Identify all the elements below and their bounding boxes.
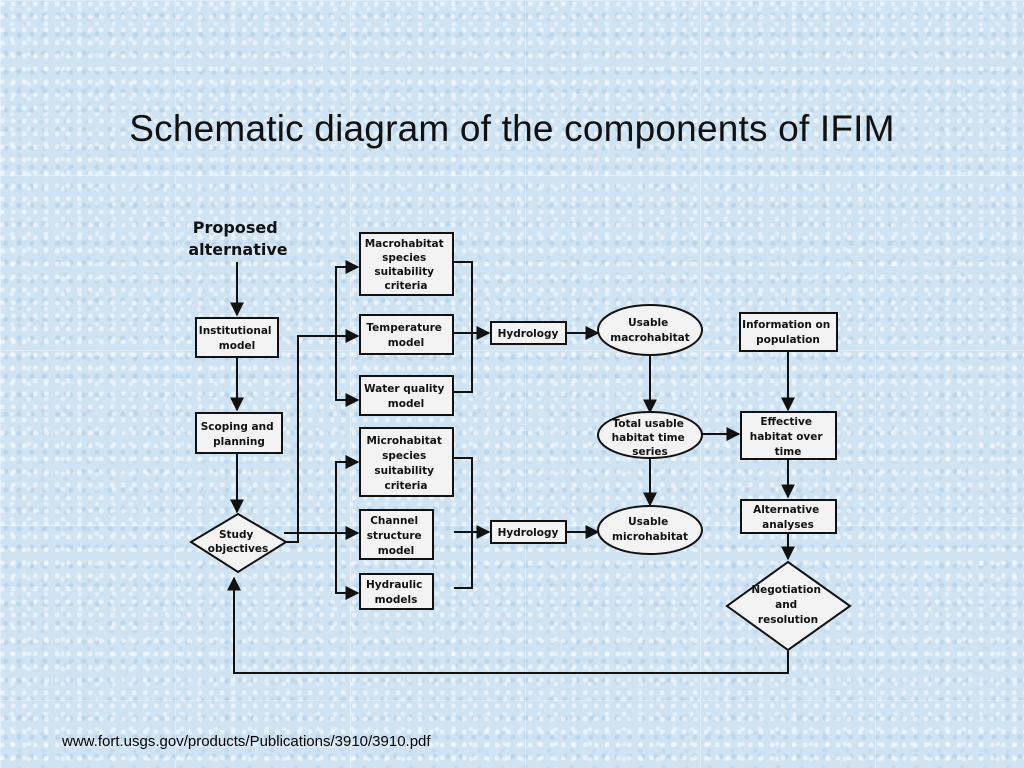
macro-bracket <box>454 261 473 393</box>
node-scoping-planning: Scoping and planning <box>195 412 283 454</box>
node-effective-habitat-label: Effective habitat over time <box>750 416 826 458</box>
node-hydrology-top: Hydrology <box>490 321 567 345</box>
node-information-on-population: Information on population <box>739 312 838 352</box>
node-proposed-alternative-label: Proposed alternative <box>188 218 287 259</box>
source-link[interactable]: www.fort.usgs.gov/products/Publications/… <box>62 733 431 750</box>
node-information-on-population-label: Information on population <box>742 319 834 346</box>
node-temperature-model: Temperature model <box>359 314 454 355</box>
node-proposed-alternative: Proposed alternative <box>188 218 287 259</box>
arrow-to-macro-criteria <box>298 260 360 337</box>
node-usable-macrohabitat: Usable macrohabitat <box>597 304 703 356</box>
node-alternative-analyses-label: Alternative analyses <box>753 504 823 531</box>
micro-bracket <box>454 457 473 589</box>
node-usable-microhabitat: Usable microhabitat <box>597 505 703 555</box>
node-hydrology-bottom: Hydrology <box>490 520 567 544</box>
connectors <box>227 260 795 674</box>
node-microhabitat-criteria-label: Microhabitat species suitability criteri… <box>366 435 445 492</box>
arrow-study-to-temperature <box>284 329 360 543</box>
node-scoping-planning-label: Scoping and planning <box>201 421 278 448</box>
node-microhabitat-criteria: Microhabitat species suitability criteri… <box>359 427 454 497</box>
node-hydrology-bottom-label: Hydrology <box>498 527 559 539</box>
node-institutional-model-label: Institutional model <box>199 325 275 352</box>
node-usable-macrohabitat-label: Usable macrohabitat <box>610 317 689 344</box>
node-temperature-model-label: Temperature model <box>366 322 445 349</box>
node-channel-structure-model-label: Channel structure model <box>367 515 426 557</box>
node-study-objectives: Study objectives <box>189 512 288 574</box>
arrow-to-hydraulic <box>335 533 360 600</box>
node-hydraulic-models: Hydraulic models <box>359 573 434 610</box>
arrow-to-water-quality <box>335 336 360 407</box>
arrow-to-micro-criteria <box>335 455 360 533</box>
node-water-quality-model: Water quality model <box>359 375 454 416</box>
node-total-usable-habitat-label: Total usable habitat time series <box>612 418 689 458</box>
node-macrohabitat-criteria: Macrohabitat species suitability criteri… <box>359 232 454 296</box>
node-hydraulic-models-label: Hydraulic models <box>366 579 426 606</box>
node-total-usable-habitat: Total usable habitat time series <box>597 411 703 459</box>
node-hydrology-top-label: Hydrology <box>498 328 559 340</box>
node-water-quality-model-label: Water quality model <box>364 383 448 410</box>
node-negotiation-resolution: Negotiation and resolution <box>725 560 852 652</box>
node-negotiation-resolution-label: Negotiation and resolution <box>751 584 824 626</box>
node-institutional-model: Institutional model <box>195 317 279 358</box>
node-effective-habitat: Effective habitat over time <box>740 411 837 460</box>
node-study-objectives-label: Study objectives <box>208 529 269 555</box>
arrow-feedback-to-study <box>227 576 789 674</box>
node-macrohabitat-criteria-label: Macrohabitat species suitability criteri… <box>365 238 448 292</box>
node-channel-structure-model: Channel structure model <box>359 509 434 560</box>
node-alternative-analyses: Alternative analyses <box>740 499 837 534</box>
node-usable-microhabitat-label: Usable microhabitat <box>612 516 688 543</box>
slide-title: Schematic diagram of the components of I… <box>129 108 895 149</box>
